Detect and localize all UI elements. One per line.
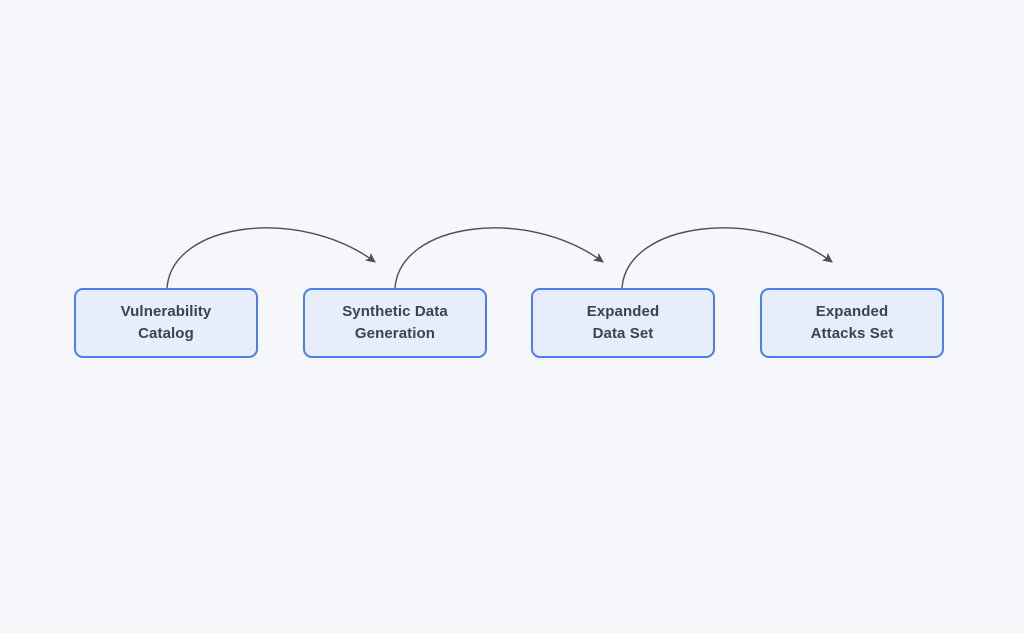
node-label: Expanded Attacks Set xyxy=(810,303,894,342)
node-vulnerability-catalog[interactable]: Vulnerability Catalog xyxy=(74,288,258,358)
node-synthetic-data-generation[interactable]: Synthetic Data Generation xyxy=(303,288,487,358)
node-label: Expanded Data Set xyxy=(586,303,660,342)
node-label: Vulnerability Catalog xyxy=(120,303,212,342)
edge-expanded-data-set-to-expanded-attacks-set xyxy=(621,227,833,289)
node-expanded-attacks-set[interactable]: Expanded Attacks Set xyxy=(760,288,944,358)
edge-vulnerability-catalog-to-synthetic-data-generation xyxy=(166,227,376,289)
node-label: Synthetic Data Generation xyxy=(342,303,448,342)
node-expanded-data-set[interactable]: Expanded Data Set xyxy=(531,288,715,358)
edge-synthetic-data-generation-to-expanded-data-set xyxy=(394,227,604,289)
